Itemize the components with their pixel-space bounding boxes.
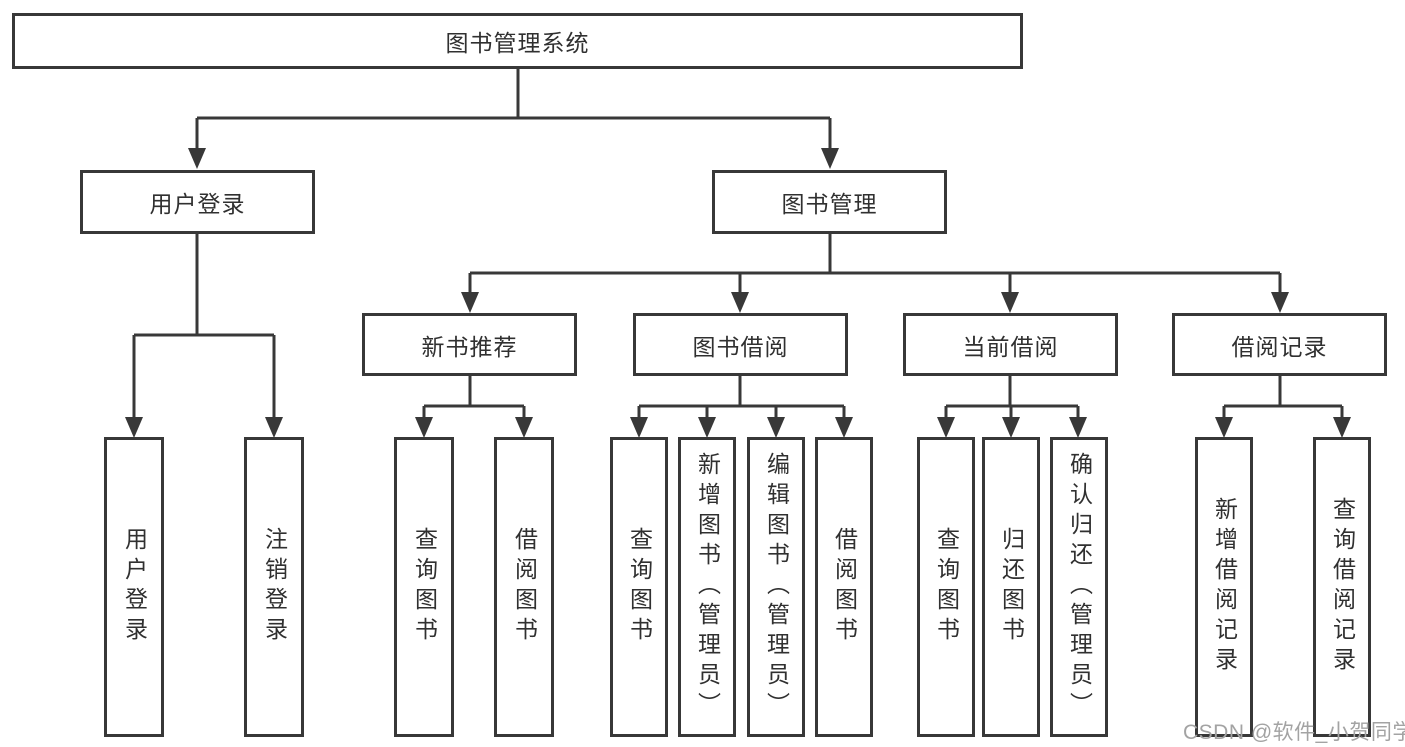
node-label: 编辑图书（管理员） bbox=[763, 452, 790, 722]
node-library-management-system: 图书管理系统 bbox=[12, 13, 1023, 69]
node-label: 图书管理系统 bbox=[445, 30, 590, 56]
connector-current-borrow-children bbox=[937, 376, 1087, 438]
node-label: 借阅图书 bbox=[511, 527, 538, 647]
connector-borrow-record-children bbox=[1215, 376, 1351, 438]
arrowhead bbox=[265, 417, 283, 438]
node-user-login: 用户登录 bbox=[80, 170, 315, 234]
arrowhead bbox=[461, 292, 479, 313]
connector-root-to-level2 bbox=[188, 68, 839, 169]
arrowhead bbox=[835, 417, 853, 438]
arrowhead bbox=[698, 417, 716, 438]
node-label: 借阅图书 bbox=[831, 527, 858, 647]
node-book-management: 图书管理 bbox=[712, 170, 947, 234]
arrowhead bbox=[415, 417, 433, 438]
arrowhead bbox=[1001, 292, 1019, 313]
arrowhead bbox=[731, 292, 749, 313]
leaf-query-books-borrow: 查询图书 bbox=[610, 437, 668, 737]
arrowhead bbox=[1333, 417, 1351, 438]
arrowhead bbox=[1002, 417, 1020, 438]
node-label: 新增图书（管理员） bbox=[694, 452, 721, 722]
node-label: 归还图书 bbox=[998, 527, 1025, 647]
node-label: 当前借阅 bbox=[962, 333, 1059, 360]
leaf-borrow-books: 借阅图书 bbox=[815, 437, 873, 737]
node-book-borrowing: 图书借阅 bbox=[633, 313, 848, 376]
arrowhead bbox=[821, 148, 839, 169]
leaf-query-books-current: 查询图书 bbox=[917, 437, 975, 737]
csdn-watermark: CSDN @软件_小贺同学 bbox=[1183, 721, 1405, 744]
node-label: 查询图书 bbox=[626, 527, 653, 647]
node-borrowing-records: 借阅记录 bbox=[1172, 313, 1387, 376]
connector-new-book-children bbox=[415, 376, 533, 438]
arrowhead bbox=[767, 417, 785, 438]
connector-book-management-children bbox=[461, 233, 1289, 313]
leaf-confirm-return-admin: 确认归还（管理员） bbox=[1050, 437, 1108, 737]
node-label: 查询图书 bbox=[411, 527, 438, 647]
node-label: 新增借阅记录 bbox=[1211, 497, 1238, 677]
node-current-borrowing: 当前借阅 bbox=[903, 313, 1118, 376]
node-label: 借阅记录 bbox=[1231, 333, 1328, 360]
node-label: 图书借阅 bbox=[692, 333, 789, 360]
arrowhead bbox=[630, 417, 648, 438]
leaf-user-login: 用户登录 bbox=[104, 437, 164, 737]
node-label: 新书推荐 bbox=[421, 333, 518, 360]
arrowhead bbox=[1271, 292, 1289, 313]
connector-book-borrow-children bbox=[630, 376, 853, 438]
leaf-query-borrow-record: 查询借阅记录 bbox=[1313, 437, 1371, 737]
connector-user-login-children bbox=[125, 233, 283, 438]
arrowhead bbox=[1215, 417, 1233, 438]
arrowhead bbox=[125, 417, 143, 438]
node-label: 注销登录 bbox=[261, 527, 288, 647]
leaf-borrow-books-recommend: 借阅图书 bbox=[494, 437, 554, 737]
leaf-edit-books-admin: 编辑图书（管理员） bbox=[747, 437, 805, 737]
node-label: 确认归还（管理员） bbox=[1066, 452, 1093, 722]
node-label: 查询借阅记录 bbox=[1329, 497, 1356, 677]
leaf-logout: 注销登录 bbox=[244, 437, 304, 737]
leaf-add-books-admin: 新增图书（管理员） bbox=[678, 437, 736, 737]
arrowhead bbox=[188, 148, 206, 169]
node-label: 图书管理 bbox=[781, 191, 878, 217]
node-label: 查询图书 bbox=[933, 527, 960, 647]
leaf-add-borrow-record: 新增借阅记录 bbox=[1195, 437, 1253, 737]
arrowhead bbox=[937, 417, 955, 438]
node-label: 用户登录 bbox=[121, 527, 148, 647]
leaf-return-books: 归还图书 bbox=[982, 437, 1040, 737]
leaf-query-books-recommend: 查询图书 bbox=[394, 437, 454, 737]
node-label: 用户登录 bbox=[149, 191, 246, 217]
node-new-book-recommendation: 新书推荐 bbox=[362, 313, 577, 376]
arrowhead bbox=[515, 417, 533, 438]
arrowhead bbox=[1069, 417, 1087, 438]
